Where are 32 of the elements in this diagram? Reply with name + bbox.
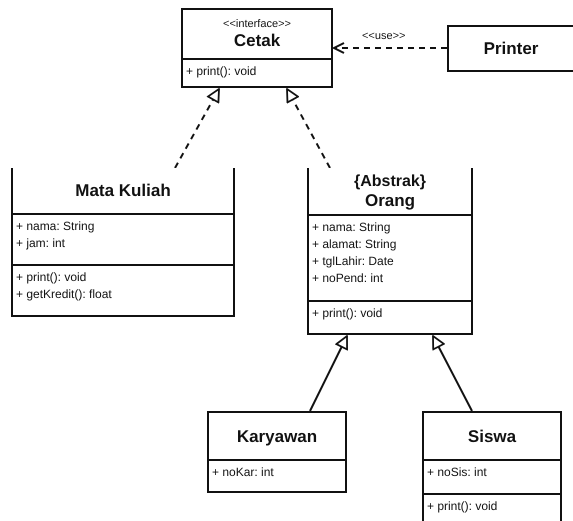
class-name: Mata Kuliah [75,181,171,200]
class-member: + alamat: String [312,236,398,253]
class-box [11,168,235,317]
dashed-arrow [174,88,220,168]
class-member: + noPend: int [312,270,384,287]
dashed-arrow [333,42,447,54]
class-member: + getKredit(): float [16,286,113,303]
class-member: + nama: String [312,219,392,236]
class-name: Orang [364,190,416,210]
class-member: + print(): void [312,305,384,322]
class-box [422,411,562,521]
class-box [447,25,573,72]
class-member: + nama: String [16,218,96,235]
class-box [181,8,333,88]
class-member: + noSis: int [427,464,488,481]
dashed-arrow [286,88,331,168]
class-member: + print(): void [16,269,88,286]
class-member: + print(): void [186,63,258,80]
class-member: + tglLahir: Date [312,253,395,270]
class-member: + print(): void [427,498,498,515]
arrow [432,335,473,412]
class-name: Printer [484,39,538,58]
stereotype-label: {Abstrak} [354,172,426,190]
class-box [307,168,473,335]
class-member: + noKar: int [212,464,275,481]
arrow [309,335,348,412]
class-name: Cetak [234,31,280,50]
class-name: Karyawan [236,426,318,446]
class-name: Siswa [468,426,516,446]
class-box [207,411,347,493]
stereotype-label: <<interface>> [223,18,291,31]
class-member: + jam: int [16,235,66,252]
